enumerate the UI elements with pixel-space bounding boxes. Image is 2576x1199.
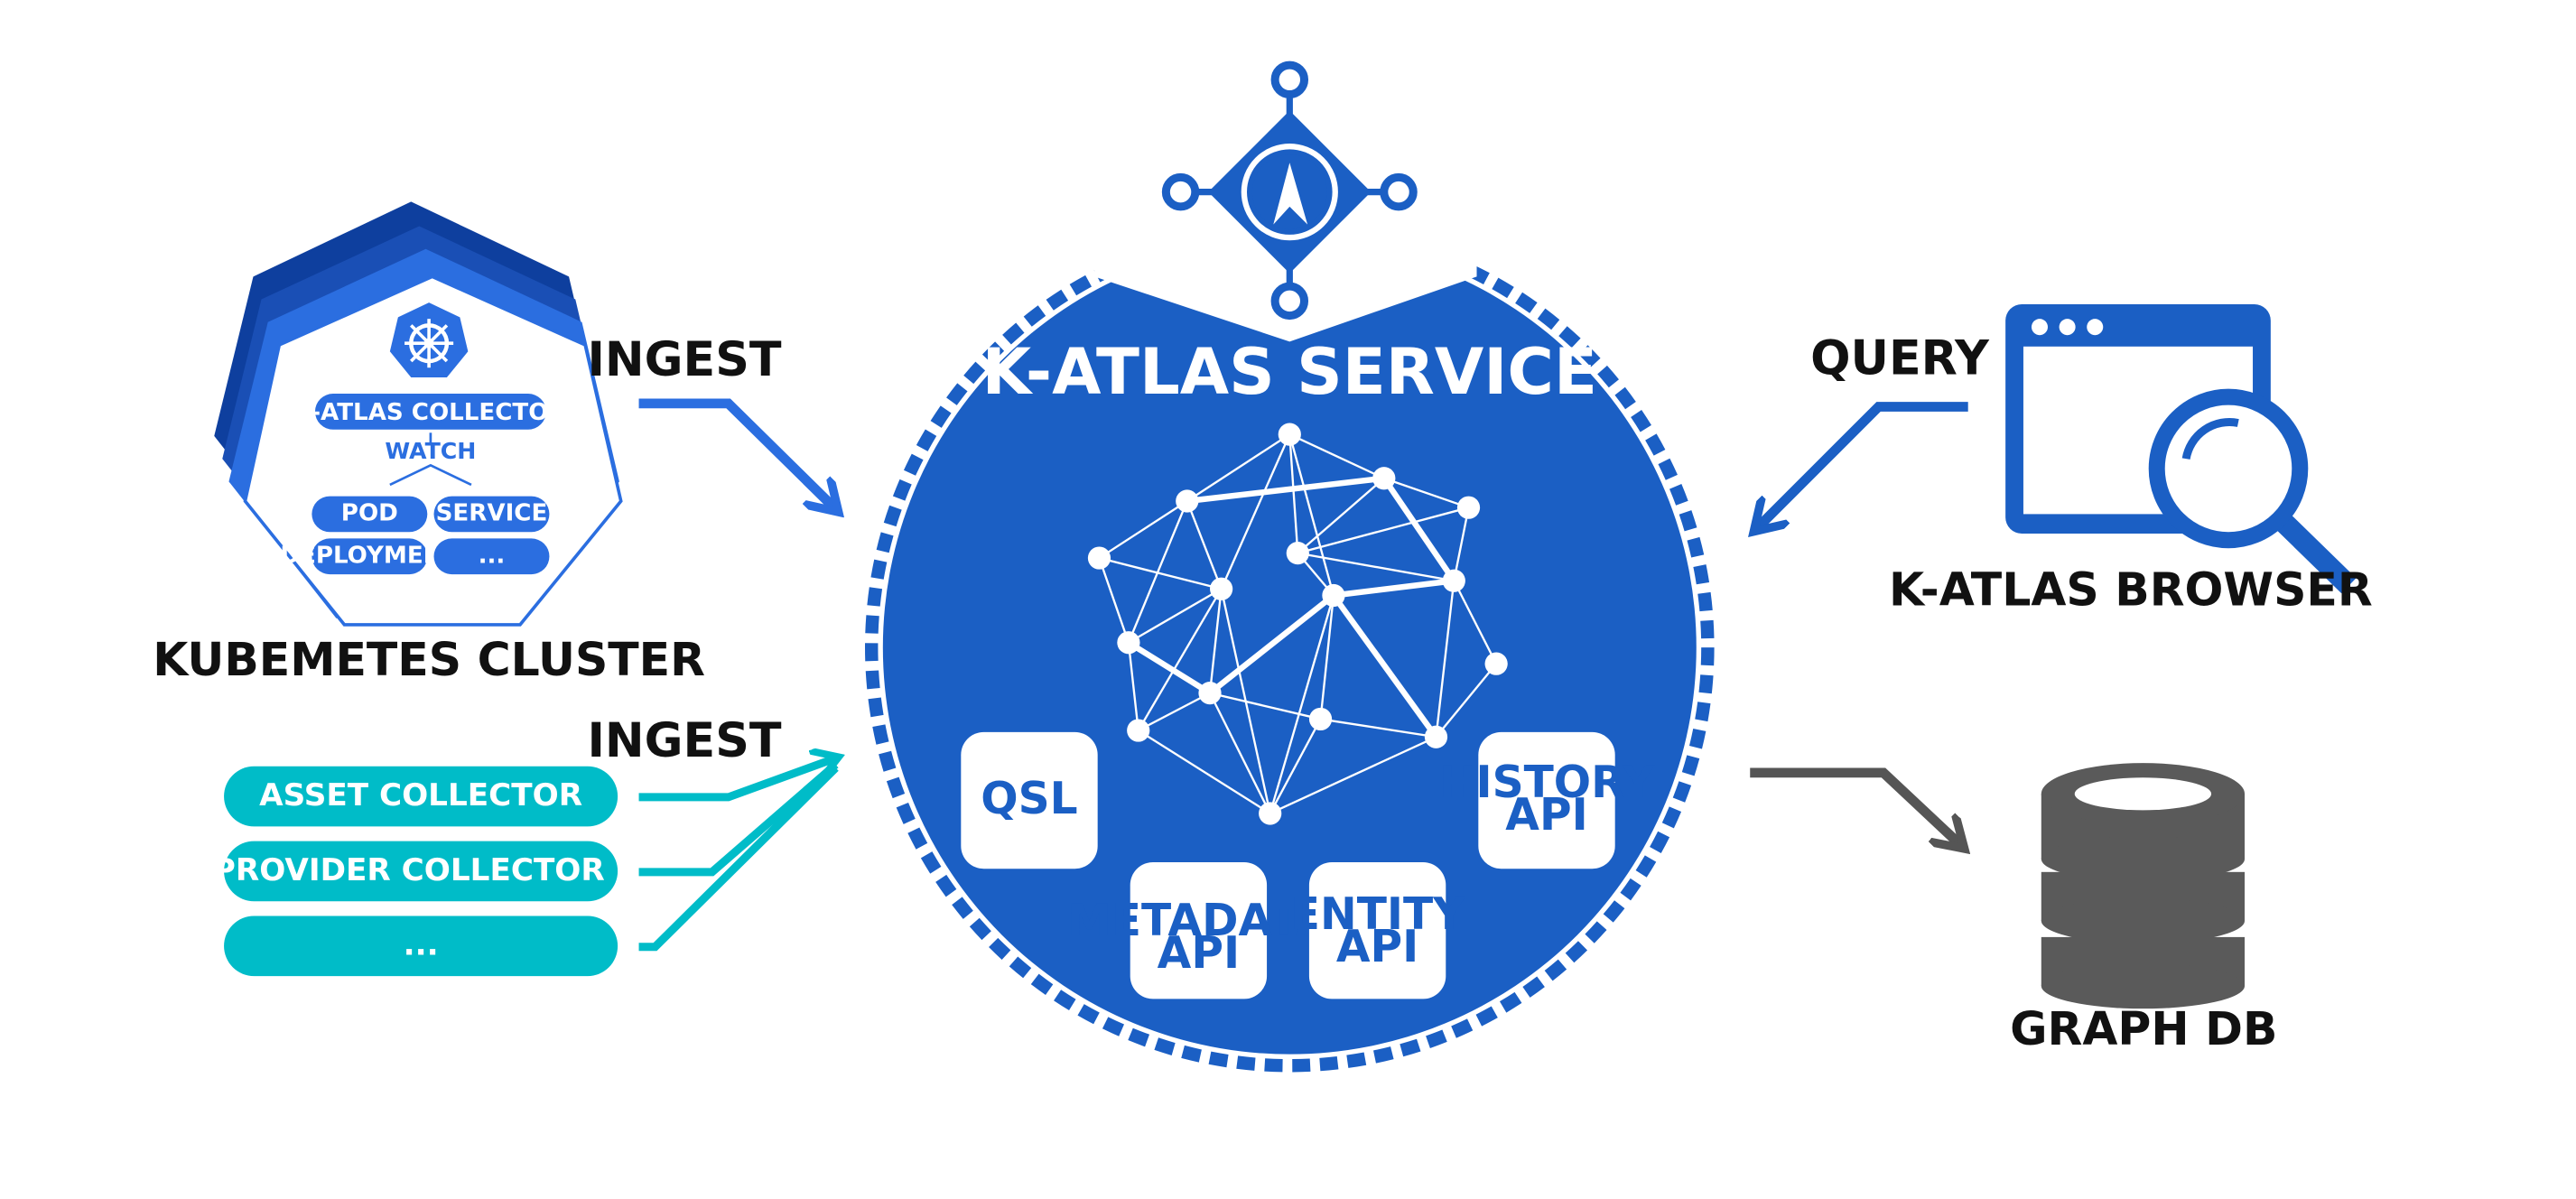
svg-text:SERVICE: SERVICE xyxy=(436,500,548,527)
graph-db-label: GRAPH DB xyxy=(2010,1002,2277,1055)
svg-text:...: ... xyxy=(404,927,439,963)
ingest-flow-top: INGEST xyxy=(587,333,835,509)
ingest-top-label: INGEST xyxy=(587,333,781,387)
service-top-notch xyxy=(988,195,1607,342)
module-history-api: HISTORY API xyxy=(1439,731,1655,869)
ingest-bottom-arrow xyxy=(638,758,836,952)
resource-service xyxy=(433,496,550,533)
svg-text:API: API xyxy=(1336,922,1418,972)
svg-text:METADATA: METADATA xyxy=(1067,896,1329,946)
collector-asset xyxy=(224,766,618,827)
svg-text:API: API xyxy=(1505,790,1587,841)
ingest-bottom-label: INGEST xyxy=(587,714,781,768)
database-icon xyxy=(2041,763,2246,1009)
kubernetes-cluster: K-ATLAS COLLECTOR WATCH POD SERVICE DEPL… xyxy=(153,201,705,686)
svg-text:HISTORY: HISTORY xyxy=(1439,758,1655,808)
service-title: K-ATLAS SERVICE xyxy=(982,335,1597,409)
k-atlas-collector-pill xyxy=(314,394,546,430)
cluster-front-face xyxy=(243,274,623,627)
resource-pod xyxy=(312,496,428,533)
collector-label: K-ATLAS COLLECTOR xyxy=(294,399,566,426)
query-arrow xyxy=(1756,402,1968,528)
svg-text:QSL: QSL xyxy=(981,774,1077,824)
ingest-top-arrow xyxy=(638,398,836,509)
resource-deployment xyxy=(312,538,428,575)
collector-cloud-provider xyxy=(224,841,618,902)
svg-text:POD: POD xyxy=(341,500,398,527)
svg-text:ENTITY: ENTITY xyxy=(1290,889,1465,940)
graph-db: GRAPH DB xyxy=(2010,763,2277,1055)
ingest-flow-bottom: INGEST xyxy=(587,714,836,952)
browser-search-icon xyxy=(2005,303,2357,594)
query-label: QUERY xyxy=(1810,331,1990,386)
collector-more xyxy=(224,916,618,977)
graph-db-flow xyxy=(1750,767,1961,846)
kubernetes-helm-icon xyxy=(389,302,469,378)
svg-text:...: ... xyxy=(479,542,506,569)
cluster-label: KUBEMETES CLUSTER xyxy=(153,633,705,686)
graph-db-arrow xyxy=(1750,767,1961,846)
watch-label: WATCH xyxy=(385,438,476,464)
query-flow: QUERY xyxy=(1756,331,1990,528)
browser-label: K-ATLAS BROWSER xyxy=(1889,562,2373,616)
resource-more xyxy=(433,538,550,575)
svg-text:API: API xyxy=(1158,928,1240,979)
module-qsl: QSL xyxy=(961,731,1098,869)
module-metadata-api: METADATA API xyxy=(1067,862,1330,999)
module-entity-api: ENTITY API xyxy=(1290,862,1465,999)
collectors-list: ASSET COLLECTOR CLOUD PROVIDER COLLECTOR… xyxy=(84,766,758,977)
network-graph-icon xyxy=(1087,423,1508,825)
svg-text:ASSET COLLECTOR: ASSET COLLECTOR xyxy=(259,777,582,813)
k-atlas-browser: K-ATLAS BROWSER xyxy=(1889,303,2373,616)
k-atlas-service: K-ATLAS SERVICE xyxy=(865,195,1715,1073)
watch-fork xyxy=(389,463,472,487)
svg-text:DEPLOYMENT: DEPLOYMENT xyxy=(280,542,459,569)
